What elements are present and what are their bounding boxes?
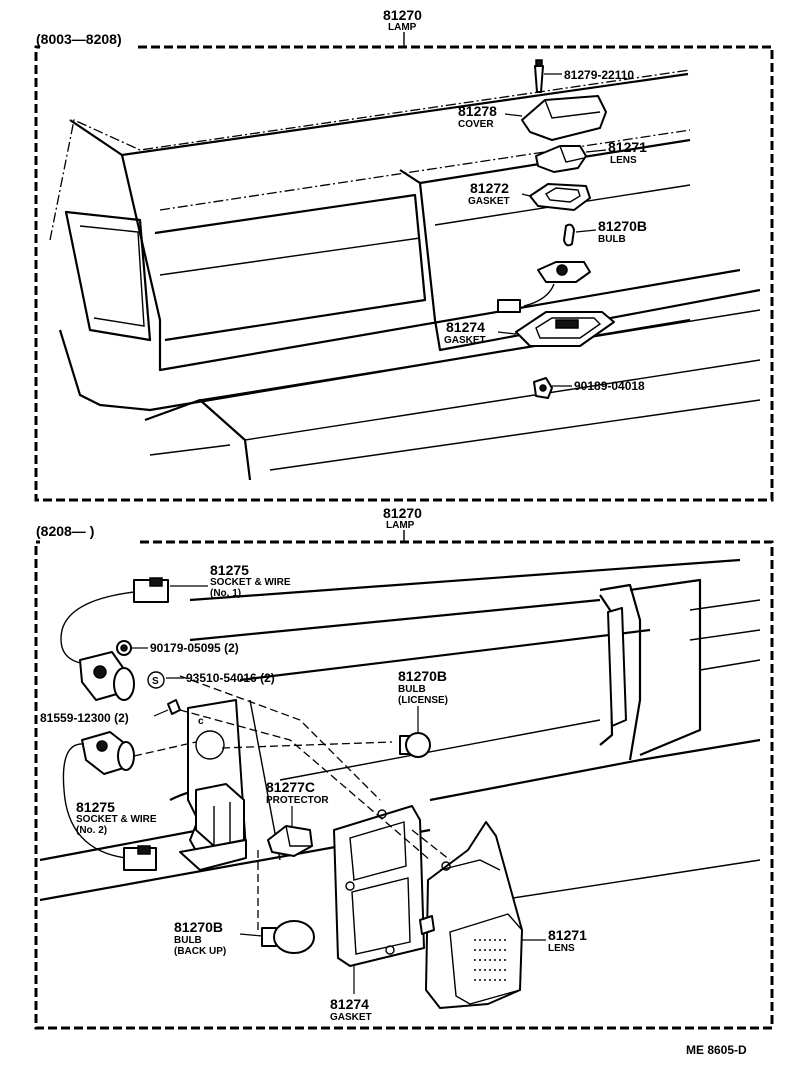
bottom-bulb-backup-number: 81270B xyxy=(174,919,223,935)
screw-marker-letter: S xyxy=(152,676,159,687)
bottom-socket-no1-sub: (No. 1) xyxy=(210,588,241,599)
top-bulb-name: BULB xyxy=(598,234,626,245)
top-bulb-number: 81270B xyxy=(598,218,647,234)
top-nut-callout: 90189-04018 xyxy=(574,379,645,393)
lens-grille xyxy=(474,939,508,981)
top-screw-part xyxy=(534,59,544,93)
bottom-header-name: LAMP xyxy=(386,520,415,531)
bottom-nut-part xyxy=(116,640,132,656)
top-body-dashline xyxy=(49,69,691,241)
top-lens-part xyxy=(535,145,587,173)
bottom-protector-name: PROTECTOR xyxy=(266,795,329,806)
bottom-panel: 81270 LAMP (8208— ) xyxy=(34,505,774,1030)
svg-text:c: c xyxy=(198,716,204,727)
bottom-bulb-license-part xyxy=(399,732,431,758)
bottom-gasket-number: 81274 xyxy=(330,996,369,1012)
top-gasket-upper-number: 81272 xyxy=(470,180,509,196)
top-cover-number: 81278 xyxy=(458,103,497,119)
bottom-screw-marker: S xyxy=(147,671,165,689)
bottom-bulb-license-sub: (LICENSE) xyxy=(398,695,448,706)
bottom-socket-no2-sub: (No. 2) xyxy=(76,825,107,836)
footer-code: ME 8605-D xyxy=(686,1043,747,1057)
bottom-bulb-backup-sub: (BACK UP) xyxy=(174,946,226,957)
bottom-reflector xyxy=(607,607,627,727)
bottom-socket-no1-name: SOCKET & WIRE xyxy=(210,577,291,588)
top-nut-part xyxy=(533,377,553,399)
bottom-nut-callout: 90179-05095 (2) xyxy=(150,641,239,655)
bottom-gasket-name: GASKET xyxy=(330,1012,372,1023)
bottom-date-range: (8208— ) xyxy=(36,523,94,539)
top-gasket-lower-part xyxy=(515,311,615,347)
bottom-bulb-license-name: BULB xyxy=(398,684,426,695)
bottom-lens-part xyxy=(419,821,523,1009)
top-date-range: (8003—8208) xyxy=(36,31,122,47)
bottom-clip-part xyxy=(167,699,181,715)
bottom-socket-no1-number: 81275 xyxy=(210,562,249,578)
bottom-protector-part xyxy=(267,825,313,857)
bottom-protector-number: 81277C xyxy=(266,779,315,795)
top-cover-name: COVER xyxy=(458,119,494,130)
top-vehicle-body xyxy=(49,69,761,481)
top-tail-lamp xyxy=(64,210,152,342)
top-frame xyxy=(34,45,774,502)
bottom-bulb-backup-part xyxy=(261,920,315,954)
top-socket-part xyxy=(497,261,591,313)
top-cover-part xyxy=(521,95,607,141)
bottom-bulb-license-number: 81270B xyxy=(398,668,447,684)
top-lens-number: 81271 xyxy=(608,139,647,155)
bottom-socket-no2-part xyxy=(62,731,157,871)
top-lens-name: LENS xyxy=(610,155,637,166)
bottom-screw-callout: 93510-54016 (2) xyxy=(186,671,275,685)
bottom-bracket-part: c xyxy=(179,699,247,871)
top-header-number: 81270 xyxy=(383,7,422,23)
top-panel: 81270 LAMP (8003—8208) xyxy=(34,7,774,502)
bottom-lens-number: 81271 xyxy=(548,927,587,943)
top-screw-callout: 81279-22110 xyxy=(564,68,634,82)
top-gasket-upper-name: GASKET xyxy=(468,196,510,207)
top-bulb-part xyxy=(563,223,575,247)
bottom-gasket-part xyxy=(333,805,425,967)
bottom-assembly-lines xyxy=(133,675,451,930)
bottom-socket-no2-number: 81275 xyxy=(76,799,115,815)
top-gasket-lower-name: GASKET xyxy=(444,335,486,346)
top-gasket-lower-number: 81274 xyxy=(446,319,485,335)
bottom-bulb-backup-name: BULB xyxy=(174,935,202,946)
bottom-frame xyxy=(34,540,774,1030)
bottom-lens-name: LENS xyxy=(548,943,575,954)
bottom-header-number: 81270 xyxy=(383,505,422,521)
bottom-socket-no2-name: SOCKET & WIRE xyxy=(76,814,157,825)
bottom-clip-callout: 81559-12300 (2) xyxy=(40,711,129,725)
bottom-socket-no1-part xyxy=(60,577,169,701)
top-gasket-upper-part xyxy=(529,183,591,211)
top-header-name: LAMP xyxy=(388,22,417,33)
